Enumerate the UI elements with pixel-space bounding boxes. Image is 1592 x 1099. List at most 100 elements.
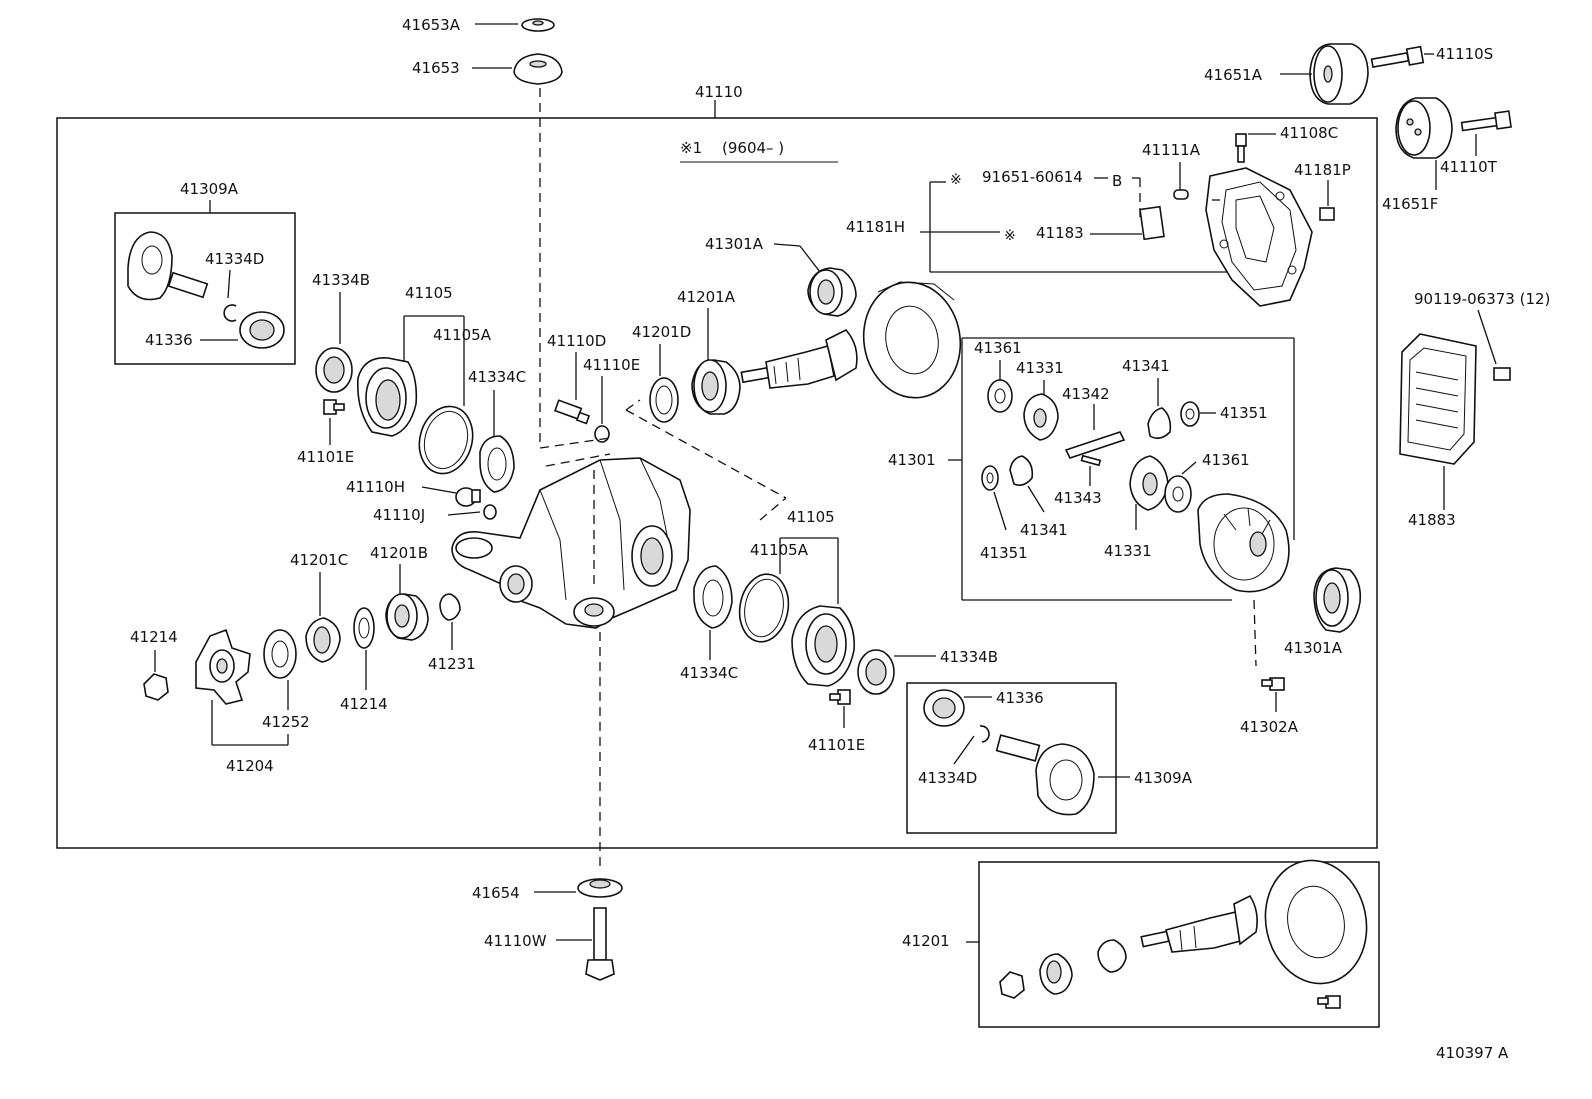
note-range: (9604– ) [722, 139, 784, 157]
label-41231: 41231 [428, 655, 476, 673]
label-41110H: 41110H [346, 478, 405, 496]
part-41334B-seal-left [315, 347, 353, 393]
label-41110D: 41110D [547, 332, 606, 350]
main-assembly-frame [56, 117, 1378, 849]
part-41651F-cushion [1395, 97, 1453, 159]
label-41301A-top: 41301A [705, 235, 764, 253]
label-41331-a: 41331 [1016, 359, 1064, 377]
part-41252-seal [263, 629, 297, 679]
part-41201-bolt [1317, 995, 1341, 1009]
part-41108C-breather [1235, 133, 1247, 163]
part-41361-washer-b [1164, 475, 1192, 513]
label-41883: 41883 [1408, 511, 1456, 529]
label-41183: 41183 [1036, 224, 1084, 242]
label-41204: 41204 [226, 757, 274, 775]
label-41252: 41252 [262, 713, 310, 731]
label-41341-a: 41341 [1122, 357, 1170, 375]
label-41201A: 41201A [677, 288, 736, 306]
part-41110H-plug [455, 487, 481, 507]
part-41201-ringgear [1264, 859, 1368, 985]
label-41334C-top: 41334C [468, 368, 526, 386]
label-41331-b: 41331 [1104, 542, 1152, 560]
label-41105A-top: 41105A [433, 326, 492, 344]
part-41331-sidegear-b [1129, 455, 1169, 511]
part-41110S-bolt [1370, 45, 1425, 68]
label-41110J: 41110J [373, 506, 425, 524]
part-41361-washer-a [987, 379, 1013, 413]
part-41334D-snapring-top [223, 304, 237, 322]
label-41336-bottom: 41336 [996, 689, 1044, 707]
label-B: B [1112, 172, 1122, 190]
part-41111A-plug [1173, 189, 1189, 200]
part-41181H-cover [1205, 167, 1313, 307]
label-41101E-mid: 41101E [808, 736, 865, 754]
part-41105-retainer-left [356, 357, 418, 437]
label-41181H: 41181H [846, 218, 905, 236]
part-41343-pin [1080, 454, 1102, 467]
part-41301A-bearing-right [1313, 567, 1362, 633]
part-41201C-bearing [305, 617, 341, 663]
label-41302A: 41302A [1240, 718, 1299, 736]
label-41334B-top: 41334B [312, 271, 370, 289]
label-41654: 41654 [472, 884, 520, 902]
label-41336-top: 41336 [145, 331, 193, 349]
part-41201-bearing-a [1039, 953, 1073, 995]
note-symbol-91651: ※ [950, 172, 962, 188]
part-41351-washer-b [981, 465, 999, 491]
label-41301: 41301 [888, 451, 936, 469]
part-41334C-shim-right [693, 565, 733, 629]
part-90119-bolt [1493, 367, 1511, 381]
label-41334C-mid: 41334C [680, 664, 738, 682]
part-41204-flange [195, 628, 251, 705]
part-41301A-bearing-top [807, 267, 857, 317]
label-41351-a: 41351 [1220, 404, 1268, 422]
part-41883-plate [1399, 333, 1477, 465]
label-41181P: 41181P [1294, 161, 1351, 179]
label-41105A-mid: 41105A [750, 541, 809, 559]
label-90119-06373: 90119-06373 (12) [1414, 290, 1550, 308]
part-41309A-shaft-right [995, 734, 1095, 816]
part-41231-collar [439, 593, 461, 621]
label-41351-b: 41351 [980, 544, 1028, 562]
label-41651F: 41651F [1382, 195, 1438, 213]
part-41654-cushion [577, 878, 623, 898]
label-41334D-top: 41334D [205, 250, 264, 268]
part-41201D-spacer [649, 377, 679, 423]
part-41331-sidegear-a [1023, 393, 1059, 441]
part-41653A-cushion [521, 18, 555, 32]
part-41101E-bolt-left [323, 399, 345, 415]
label-41201D: 41201D [632, 323, 691, 341]
label-41214-b: 41214 [340, 695, 388, 713]
label-41110: 41110 [695, 83, 743, 101]
part-41334B-seal-right [857, 649, 895, 695]
part-41101E-bolt-right [829, 689, 851, 705]
label-41214-a: 41214 [130, 628, 178, 646]
part-41214-spacer-b [353, 607, 375, 649]
part-41201-nut [999, 971, 1025, 999]
part-41301-diff-case [1197, 493, 1290, 593]
note-symbol-41183: ※ [1004, 228, 1016, 244]
label-41110S: 41110S [1436, 45, 1493, 63]
part-41201-pinion-top [740, 329, 858, 389]
part-41342-shaft [1064, 431, 1126, 459]
label-41341-b: 41341 [1020, 521, 1068, 539]
label-41201: 41201 [902, 932, 950, 950]
label-41342: 41342 [1062, 385, 1110, 403]
figure-id: 410397 A [1436, 1044, 1509, 1062]
label-41343: 41343 [1054, 489, 1102, 507]
label-41201B: 41201B [370, 544, 428, 562]
part-41351-washer-a [1180, 401, 1200, 427]
part-41201B-bearing [385, 593, 429, 641]
part-41110J-gasket [483, 504, 497, 520]
part-41183-plate [1139, 205, 1165, 241]
label-41361-b: 41361 [1202, 451, 1250, 469]
part-41105A-oring-right [738, 573, 790, 643]
part-41336-seal-bottom [923, 689, 965, 727]
label-41301A-right: 41301A [1284, 639, 1343, 657]
part-41341-pinion-b [1009, 455, 1034, 486]
part-41336-seal-top [239, 311, 285, 349]
label-41361-a: 41361 [974, 339, 1022, 357]
label-41111A: 41111A [1142, 141, 1201, 159]
box-41201 [978, 861, 1380, 1028]
label-41653: 41653 [412, 59, 460, 77]
